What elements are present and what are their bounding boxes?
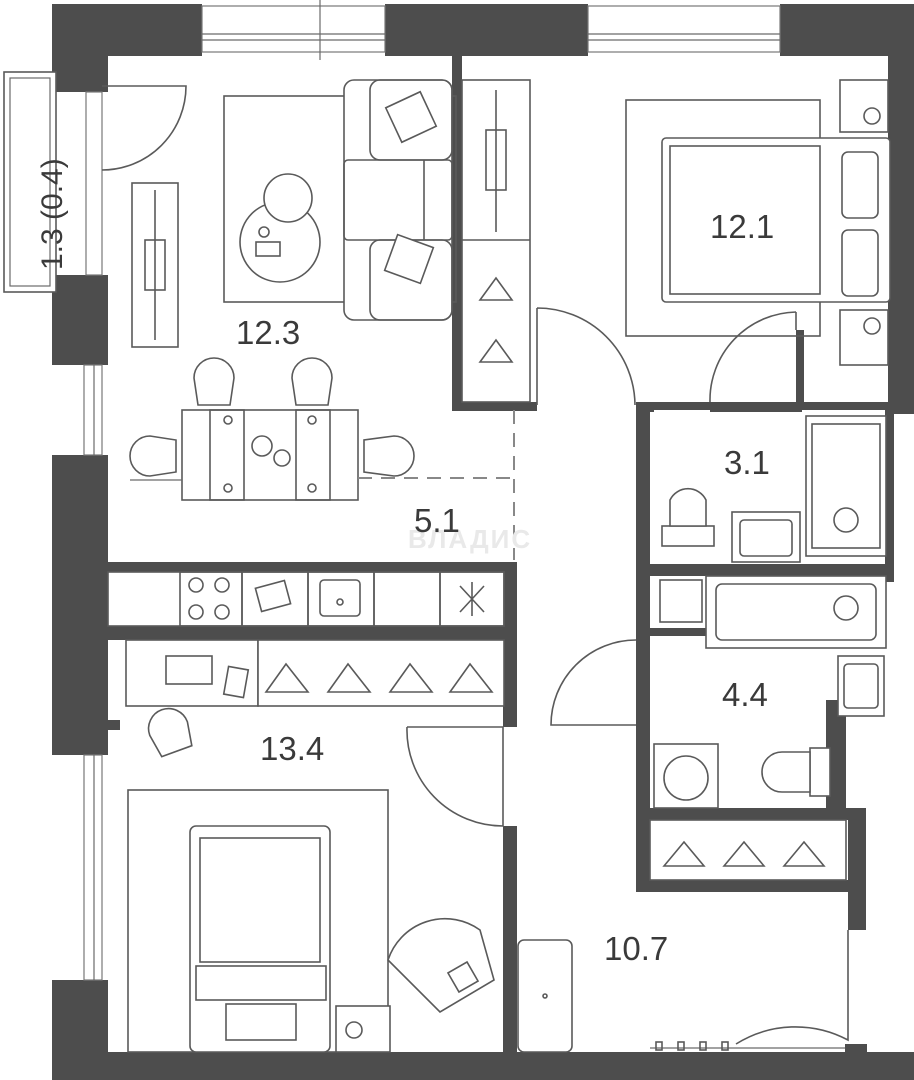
windows — [83, 0, 781, 981]
bathtub — [705, 575, 887, 649]
room-area-kitchen: 5.1 — [414, 502, 460, 539]
sofa — [343, 79, 453, 321]
wardrobe-hall — [649, 819, 847, 881]
room-area-hall: 10.7 — [604, 930, 668, 967]
wardrobe — [461, 79, 531, 403]
washing-machine — [653, 743, 719, 809]
doors — [101, 85, 849, 1051]
bathroom — [649, 575, 887, 881]
dining-set — [129, 357, 415, 501]
single-bed — [189, 825, 331, 1053]
hall — [517, 939, 573, 1053]
desk — [125, 639, 259, 758]
room-area-wc: 3.1 — [724, 444, 770, 481]
room-area-living: 12.3 — [236, 314, 300, 351]
door-threshold — [650, 1041, 845, 1051]
wc — [661, 415, 887, 563]
armchair — [387, 917, 495, 1014]
room-area-bedroom: 12.1 — [710, 208, 774, 245]
toilet — [661, 487, 715, 547]
rug — [223, 95, 457, 303]
bedroom — [461, 79, 891, 403]
balcony — [3, 71, 57, 293]
bedroom-2 — [125, 639, 505, 1053]
toilet — [761, 747, 831, 797]
wardrobe-2 — [257, 639, 505, 707]
room-area-bedroom-2: 13.4 — [260, 730, 324, 767]
kitchen — [107, 410, 515, 627]
balcony-area-label: 1.3 (0.4) — [36, 158, 69, 270]
living-room — [129, 79, 457, 501]
coffee-tables — [239, 173, 321, 283]
watermark: ВЛАДИС — [408, 524, 532, 554]
double-bed — [661, 137, 891, 303]
tv-stand — [131, 182, 179, 348]
room-area-bathroom: 4.4 — [722, 676, 768, 713]
walls — [52, 4, 914, 1080]
